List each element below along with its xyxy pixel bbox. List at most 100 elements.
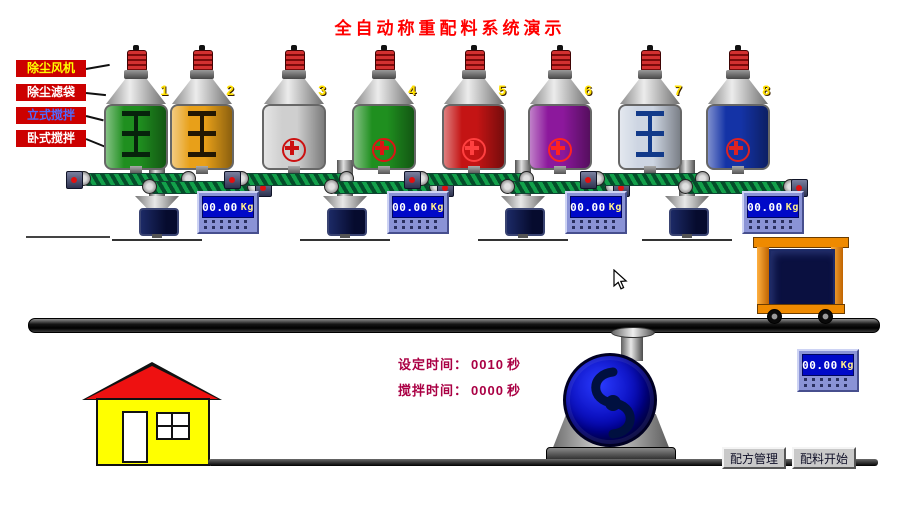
mixer-drum (563, 353, 657, 447)
agitator-icon (548, 138, 572, 162)
weight-value: 00.00 (570, 200, 606, 214)
tank-body (528, 104, 592, 170)
weigh-hopper (669, 208, 709, 236)
weigh-hopper-spout (518, 234, 528, 238)
weigh-hopper (505, 208, 545, 236)
tank-hopper-top (354, 79, 414, 104)
page-title: 全自动称重配料系统演示 (334, 19, 566, 38)
legend-dust-fan: 除尘风机 (16, 60, 86, 77)
tank-number: 5 (498, 82, 506, 98)
tank-outlet (130, 166, 142, 174)
tank-outlet (644, 166, 656, 174)
conveyor-motor (224, 171, 241, 189)
feeder-tank-7: 7 (580, 45, 710, 205)
tank-body (442, 104, 506, 170)
motor-base (548, 70, 572, 79)
tank-outlet (196, 166, 208, 174)
motor-base (372, 70, 396, 79)
tank-hopper-top (708, 79, 768, 104)
tank-hopper-top (620, 79, 680, 104)
tank-hopper-top (172, 79, 232, 104)
cart-side-panel (757, 247, 769, 309)
motor-base (282, 70, 306, 79)
tank-outlet (468, 166, 480, 174)
weight-unit: Kg (430, 201, 444, 213)
level-gauge-icon (634, 111, 666, 157)
level-gauge-icon (120, 111, 152, 157)
station-platform (300, 239, 390, 241)
transfer-cart (753, 237, 849, 324)
tank-body (262, 104, 326, 170)
ground-line (208, 459, 878, 466)
cart-top-plate (753, 237, 849, 248)
feeder-tank-4: 4 (324, 45, 454, 205)
weight-value: 00.00 (747, 200, 783, 214)
motor-base (462, 70, 486, 79)
weight-unit: Kg (240, 201, 254, 213)
weight-value: 00.00 (802, 358, 838, 372)
tank-hopper-top (444, 79, 504, 104)
motor-body (465, 50, 485, 72)
mouse-cursor (613, 269, 628, 290)
weigh-hopper-funnel (665, 196, 709, 208)
weight-unit: Kg (840, 359, 854, 371)
conveyor-motor (580, 171, 597, 189)
tank-outlet (554, 166, 566, 174)
tank-body (618, 104, 682, 170)
motor-cap (291, 45, 297, 51)
motor-body (641, 50, 661, 72)
agitator-icon (372, 138, 396, 162)
agitator-icon (462, 138, 486, 162)
discharge-pipe (621, 331, 643, 361)
station-platform (642, 239, 732, 241)
mixer-impeller-icon (591, 367, 635, 439)
station-platform (478, 239, 568, 241)
tank-motor (352, 45, 416, 79)
motor-base (726, 70, 750, 79)
tank-motor (528, 45, 592, 79)
tank-body (706, 104, 770, 170)
motor-cap (381, 45, 387, 51)
weigh-hopper-funnel (501, 196, 545, 208)
tank-hopper-top (264, 79, 324, 104)
legend-vertical-mixer: 立式搅拌 (16, 107, 86, 124)
weigh-hopper-funnel (135, 196, 179, 208)
tank-body (352, 104, 416, 170)
house-roof (86, 366, 218, 399)
tank-motor (442, 45, 506, 79)
cart-container (769, 249, 835, 310)
agitator-icon (726, 138, 750, 162)
motor-cap (133, 45, 139, 51)
cart-wheel (767, 309, 782, 324)
motor-base (638, 70, 662, 79)
tank-outlet (732, 166, 744, 174)
conveyor-motor (66, 171, 83, 189)
mix-time-value: 0000 (471, 383, 504, 398)
tank-hopper-top (530, 79, 590, 104)
display-keys (204, 220, 252, 229)
cart-wheel (818, 309, 833, 324)
weigh-hopper-funnel (323, 196, 367, 208)
tank-motor (618, 45, 682, 79)
weigh-hopper (139, 208, 179, 236)
set-time-value: 0010 (471, 357, 504, 372)
motor-body (285, 50, 305, 72)
set-time-label: 设定时间： (398, 357, 469, 372)
motor-base (124, 70, 148, 79)
recipe-manage-button[interactable]: 配方管理 (722, 447, 786, 469)
tank-body (170, 104, 234, 170)
house-door (122, 411, 148, 463)
tank-outlet (378, 166, 390, 174)
batch-start-button[interactable]: 配料开始 (792, 447, 856, 469)
weigh-hopper (327, 208, 367, 236)
motor-body (551, 50, 571, 72)
motor-body (729, 50, 749, 72)
